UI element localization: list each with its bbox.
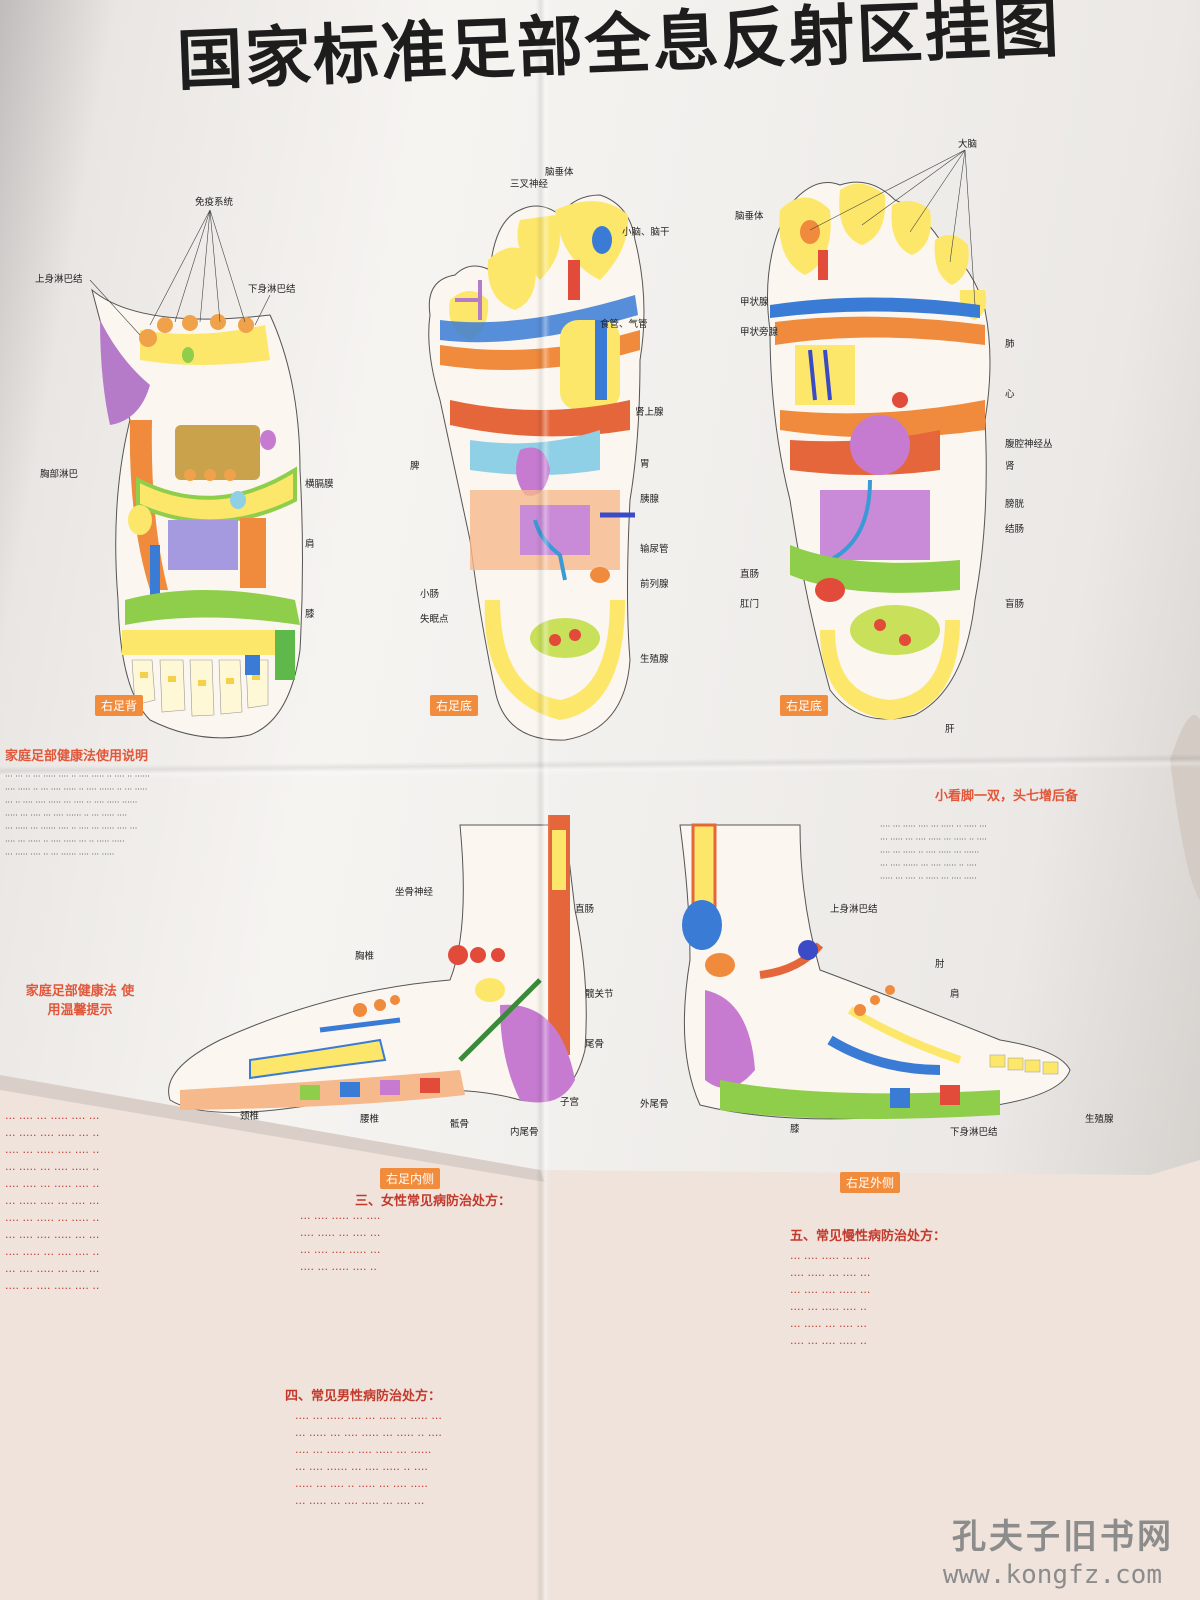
foot-outer — [679, 823, 1071, 1120]
corner-title: 小看脚一双，头七增后备 — [935, 789, 1079, 804]
label-sciatic: 坐骨神经 — [395, 887, 434, 898]
label-cerebellum: 小脑、脑干 — [622, 227, 670, 238]
label-big-brain: 大脑 — [958, 139, 978, 150]
foot-inner — [168, 815, 587, 1113]
watermark-url: www.kongfz.com — [942, 1560, 1162, 1590]
section-three-title: 三、女性常见病防治处方： — [355, 1194, 512, 1209]
label-hip: 髋关节 — [585, 989, 614, 1000]
lower-bottom-text: ···· ··· ····· ···· ··· ····· ·· ····· ·… — [295, 1412, 442, 1510]
view-tag-sole-right: 右足底 — [780, 695, 829, 716]
fold-line-vertical — [536, 0, 550, 1600]
usage-title: 家庭足部健康法使用说明 — [5, 749, 149, 764]
label-shoulder: 肩 — [305, 539, 315, 550]
label-upper-lymph-outer: 上身淋巴结 — [830, 904, 878, 915]
label-prostate: 前列腺 — [640, 579, 669, 590]
label-thoracic: 胸椎 — [355, 951, 375, 962]
label-uterus: 子宫 — [560, 1097, 580, 1108]
label-lower-lymph-outer: 下身淋巴结 — [950, 1127, 998, 1138]
label-thyroid: 甲状腺 — [740, 297, 769, 308]
label-diaphragm: 横膈膜 — [305, 479, 334, 490]
label-pituitary: 脑垂体 — [545, 167, 574, 178]
view-tag-dorsum: 右足背 — [95, 695, 144, 716]
label-elbow: 肘 — [935, 959, 945, 970]
label-lower-lymph: 下身淋巴结 — [248, 284, 296, 295]
label-anus: 肛门 — [740, 599, 760, 610]
label-parathyroid: 甲状旁腺 — [740, 327, 779, 338]
label-stomach: 胃 — [640, 459, 650, 470]
label-liver: 肝 — [945, 724, 955, 735]
label-pituitary-right: 脑垂体 — [735, 211, 764, 222]
label-spleen: 脾 — [410, 461, 420, 472]
label-gonad: 生殖腺 — [640, 654, 669, 665]
tips-title: 家庭足部健康法 使用温馨提示 — [25, 984, 135, 1018]
label-immune: 免疫系统 — [195, 197, 234, 208]
label-rectum: 直肠 — [740, 569, 760, 580]
label-heart: 心 — [1005, 389, 1015, 400]
label-knee: 膝 — [305, 609, 315, 620]
label-inner-tail: 内尾骨 — [510, 1127, 539, 1138]
label-upper-lymph: 上身淋巴结 — [35, 274, 83, 285]
label-bladder: 膀胱 — [1005, 499, 1025, 510]
label-insomnia: 失眠点 — [420, 614, 449, 625]
view-tag-inner: 右足内侧 — [380, 1168, 441, 1189]
label-coccyx: 尾骨 — [585, 1039, 605, 1050]
label-shoulder-outer: 肩 — [950, 989, 960, 1000]
foot-sole-right — [767, 149, 991, 720]
label-lumbar: 腰椎 — [360, 1114, 380, 1125]
usage-paragraph: ··· ··· ·· ··· ····· ···· ·· ···· ····· … — [5, 772, 150, 859]
label-adrenal: 肾上腺 — [635, 407, 664, 418]
lower-middle-text: ··· ···· ····· ··· ········ ····· ··· ··… — [300, 1212, 381, 1276]
label-ureter: 输尿管 — [640, 544, 669, 555]
label-lung: 肺 — [1005, 339, 1015, 350]
label-small-intestine: 小肠 — [420, 589, 440, 600]
label-chest-lymph: 胸部淋巴 — [40, 469, 79, 480]
label-celiac: 腹腔神经丛 — [1005, 439, 1053, 450]
view-tag-sole-middle: 右足底 — [430, 695, 479, 716]
foot-sole-middle — [428, 194, 645, 741]
label-outer-tail: 外尾骨 — [640, 1099, 669, 1110]
label-colon: 结肠 — [1005, 524, 1025, 535]
section-four-title: 四、常见男性病防治处方： — [285, 1389, 442, 1404]
label-pancreas: 胰腺 — [640, 494, 660, 505]
label-knee-outer: 膝 — [790, 1124, 800, 1135]
corner-paragraph: ···· ··· ····· ···· ··· ····· ·· ····· ·… — [880, 822, 987, 883]
watermark-text: 孔夫子旧书网 — [952, 1517, 1174, 1557]
section-right-title: 五、常见慢性病防治处方： — [790, 1229, 947, 1244]
lower-right-text: ··· ···· ····· ··· ········ ····· ··· ··… — [790, 1252, 871, 1350]
label-trigeminal: 三叉神经 — [510, 179, 549, 190]
label-rectum-inner: 直肠 — [575, 904, 595, 915]
lower-sheet-shadow — [0, 1075, 545, 1182]
label-cervical: 颈椎 — [240, 1111, 260, 1122]
lower-left-text: ··· ···· ··· ····· ···· ······ ····· ···… — [5, 1112, 100, 1295]
label-gonad-outer: 生殖腺 — [1085, 1114, 1114, 1125]
label-kidney: 肾 — [1005, 461, 1015, 472]
view-tag-outer: 右足外侧 — [840, 1172, 901, 1193]
label-appendix: 盲肠 — [1005, 599, 1025, 610]
label-esophagus: 食管、气管 — [600, 319, 648, 330]
foot-dorsum — [89, 209, 303, 739]
label-sacrum: 骶骨 — [450, 1119, 470, 1130]
lower-sheet — [0, 1075, 1200, 1600]
